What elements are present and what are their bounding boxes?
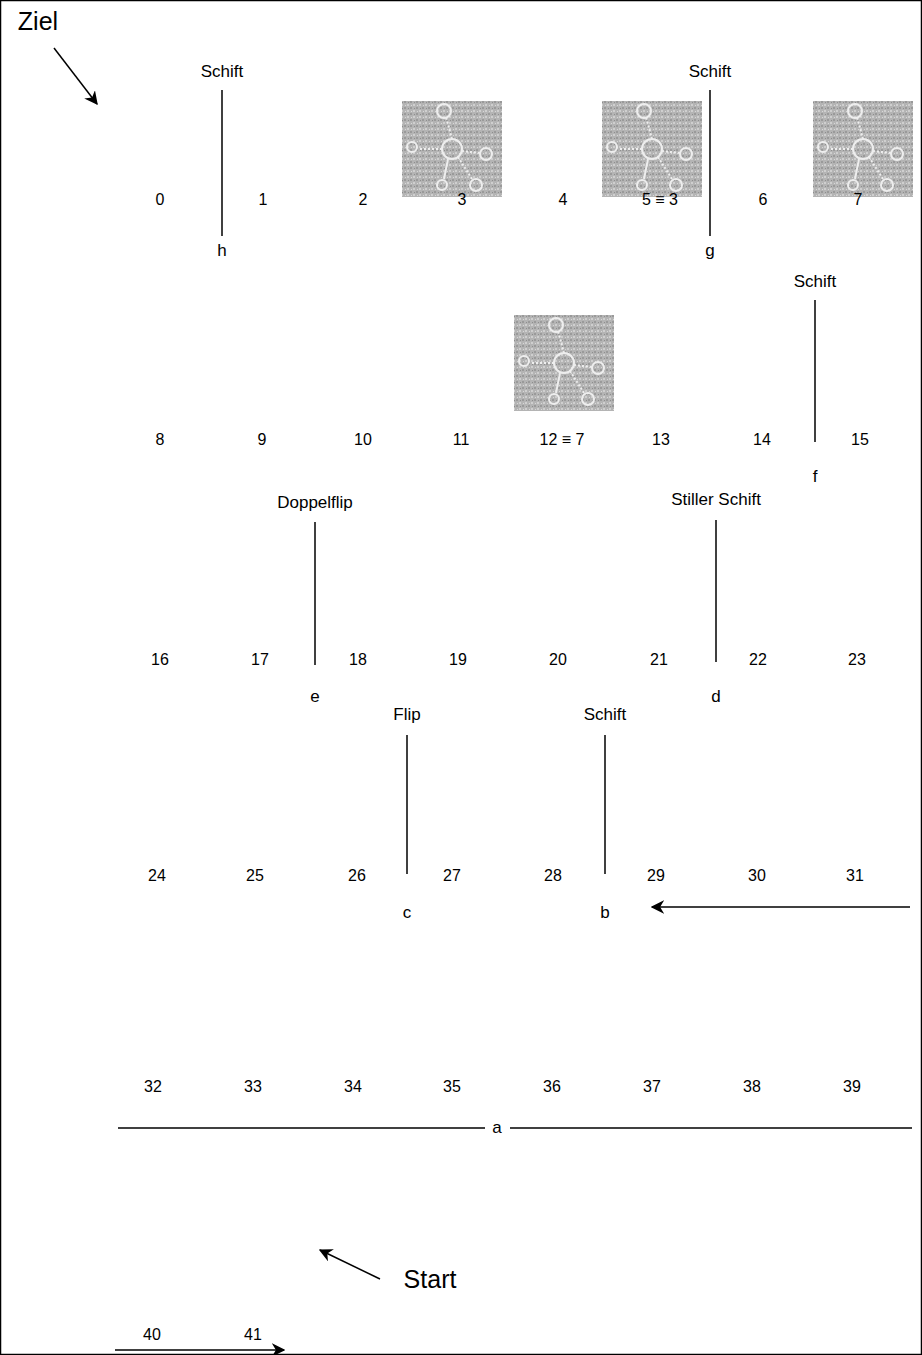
square-number: 14 bbox=[753, 431, 771, 449]
square-number: 3 bbox=[458, 191, 467, 209]
square-number: 37 bbox=[643, 1078, 661, 1096]
path-letter: f bbox=[813, 468, 818, 487]
trick-line bbox=[221, 90, 223, 236]
square-number: 23 bbox=[848, 651, 866, 669]
square-number: 28 bbox=[544, 867, 562, 885]
square-number: 12 ≡ 7 bbox=[540, 431, 585, 449]
square-number: 20 bbox=[549, 651, 567, 669]
square-number: 35 bbox=[443, 1078, 461, 1096]
start-label: Start bbox=[404, 1266, 457, 1294]
trick-label: Doppelflip bbox=[277, 494, 353, 513]
square-number: 22 bbox=[749, 651, 767, 669]
trick-line bbox=[406, 735, 408, 874]
square-number: 11 bbox=[453, 431, 470, 449]
square-number: 19 bbox=[449, 651, 467, 669]
board-picture bbox=[514, 315, 614, 411]
square-number: 39 bbox=[843, 1078, 861, 1096]
square-number: 29 bbox=[647, 867, 665, 885]
square-number: 40 bbox=[143, 1326, 161, 1344]
square-number: 9 bbox=[258, 431, 267, 449]
square-number: 33 bbox=[244, 1078, 262, 1096]
square-number: 8 bbox=[156, 431, 165, 449]
square-number: 21 bbox=[650, 651, 668, 669]
start-line bbox=[510, 1127, 912, 1129]
square-number: 2 bbox=[359, 191, 368, 209]
trick-line bbox=[715, 520, 717, 662]
path-letter: c bbox=[403, 904, 412, 923]
board-picture bbox=[602, 101, 702, 197]
square-number: 6 bbox=[759, 191, 768, 209]
path-letter: e bbox=[310, 688, 319, 707]
path-letter: b bbox=[600, 904, 609, 923]
trick-label: Schift bbox=[201, 63, 244, 82]
square-number: 36 bbox=[543, 1078, 561, 1096]
trick-line bbox=[814, 300, 816, 442]
square-number: 31 bbox=[846, 867, 864, 885]
square-number: 26 bbox=[348, 867, 366, 885]
square-number: 32 bbox=[144, 1078, 162, 1096]
trick-line bbox=[709, 90, 711, 236]
square-number: 0 bbox=[156, 191, 165, 209]
trick-label: Stiller Schift bbox=[671, 491, 761, 510]
direction-arrow bbox=[115, 1349, 284, 1351]
square-number: 5 ≡ 3 bbox=[642, 191, 678, 209]
square-number: 16 bbox=[151, 651, 169, 669]
square-number: 27 bbox=[443, 867, 461, 885]
path-letter: h bbox=[217, 242, 226, 261]
trick-label: Schift bbox=[689, 63, 732, 82]
square-number: 30 bbox=[748, 867, 766, 885]
square-number: 25 bbox=[246, 867, 264, 885]
square-number: 41 bbox=[244, 1326, 262, 1344]
trick-line bbox=[604, 735, 606, 874]
square-number: 15 bbox=[851, 431, 869, 449]
square-number: 10 bbox=[354, 431, 372, 449]
square-number: 34 bbox=[344, 1078, 362, 1096]
trick-label: Schift bbox=[794, 273, 837, 292]
goal-arrow bbox=[54, 48, 97, 104]
square-number: 17 bbox=[251, 651, 269, 669]
square-number: 24 bbox=[148, 867, 166, 885]
square-number: 38 bbox=[743, 1078, 761, 1096]
path-letter: g bbox=[705, 242, 714, 261]
square-number: 4 bbox=[559, 191, 568, 209]
square-number: 1 bbox=[259, 191, 268, 209]
path-letter: d bbox=[711, 688, 720, 707]
square-number: 18 bbox=[349, 651, 367, 669]
board-picture bbox=[813, 101, 913, 197]
trick-label: Schift bbox=[584, 706, 627, 725]
board-picture bbox=[402, 101, 502, 197]
goal-label: Ziel bbox=[18, 8, 58, 36]
square-number: 13 bbox=[652, 431, 670, 449]
direction-arrow bbox=[652, 906, 910, 908]
path-letter: a bbox=[492, 1119, 501, 1138]
square-number: 7 bbox=[854, 191, 863, 209]
start-line bbox=[118, 1127, 485, 1129]
trick-label: Flip bbox=[393, 706, 420, 725]
trick-line bbox=[314, 522, 316, 665]
start-arrow bbox=[320, 1250, 380, 1279]
